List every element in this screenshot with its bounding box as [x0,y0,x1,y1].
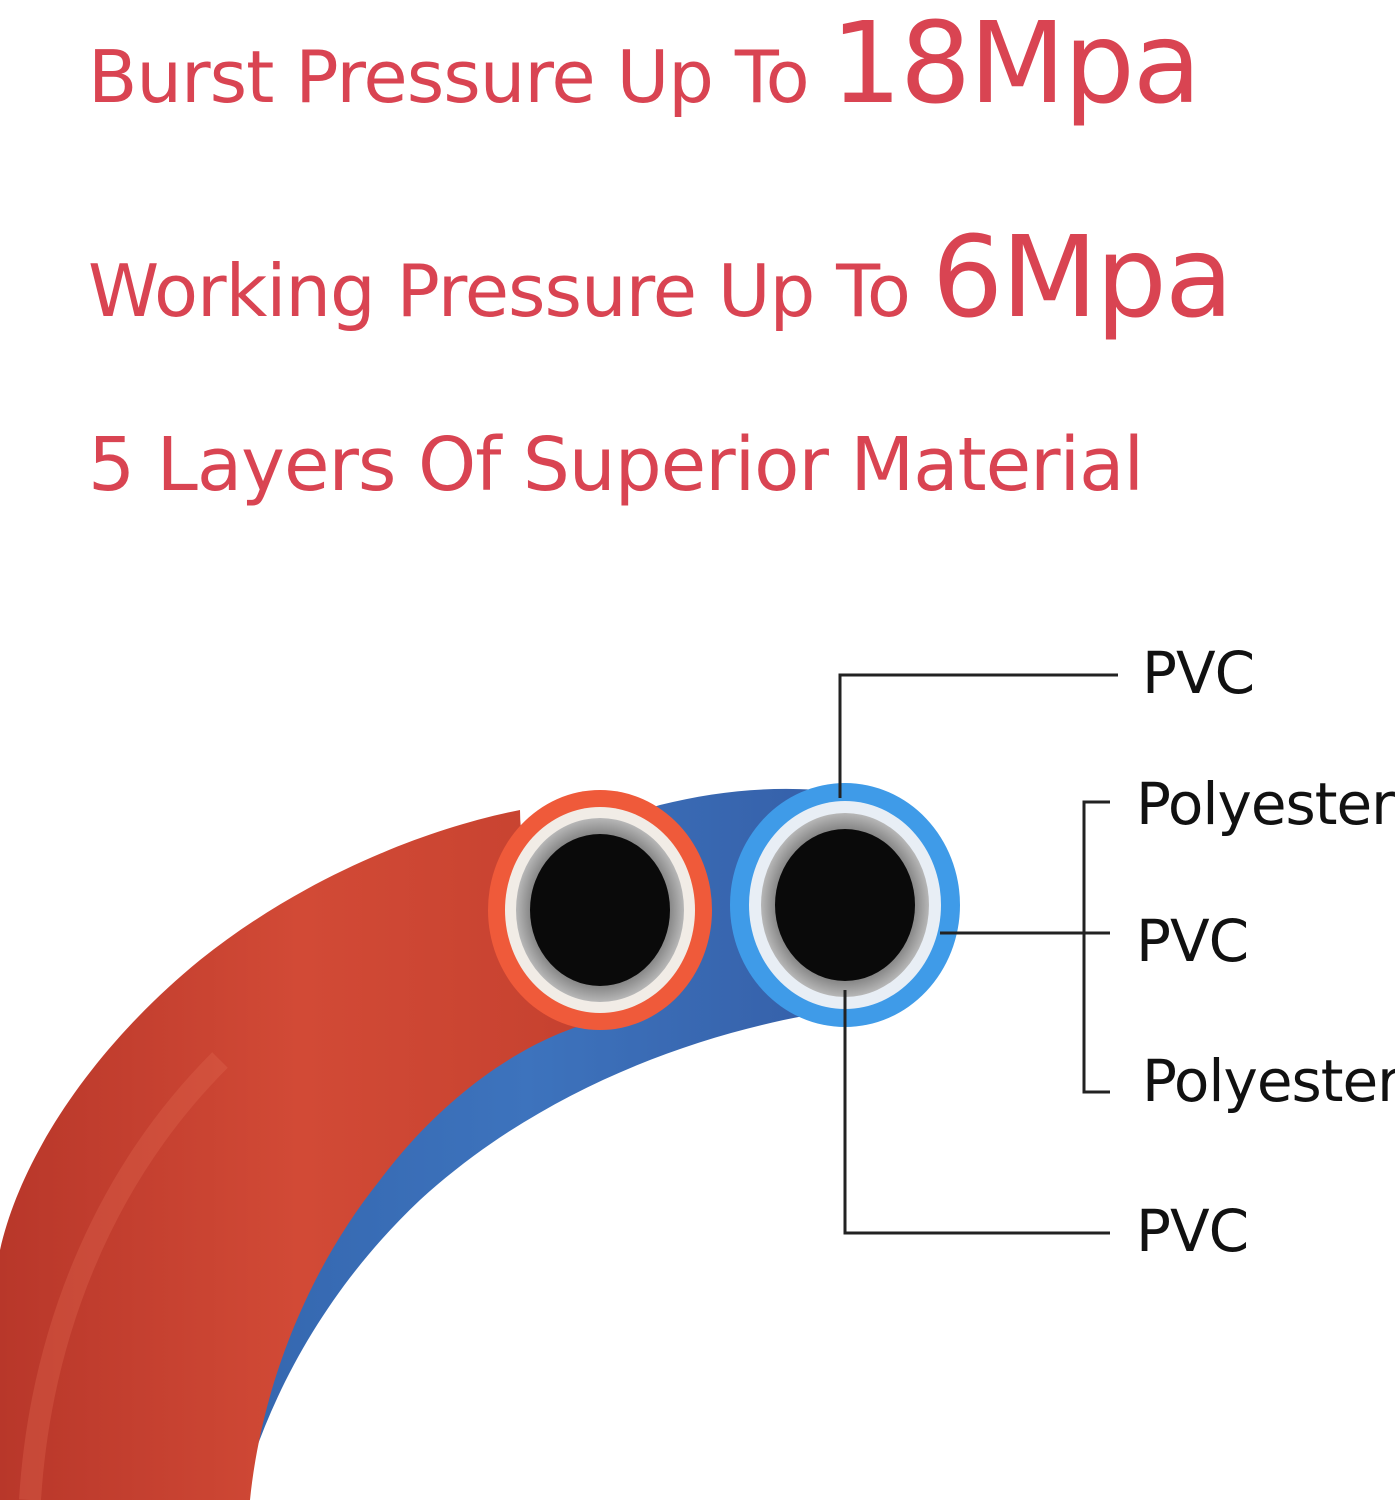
headline-layers: 5 Layers Of Superior Material [88,428,1144,502]
layer-label-outer-pvc: PVC [1142,639,1255,707]
working-pressure-value: 6Mpa [931,213,1234,343]
layer-label-inner-pvc: PVC [1136,1197,1249,1265]
layer-label-polyester-1: Polyester [1136,770,1395,838]
working-pressure-text: Working Pressure Up To [88,249,932,333]
leader-line-icon [838,673,1118,1235]
burst-pressure-value: 18Mpa [830,0,1202,129]
layer-label-middle-pvc: PVC [1136,907,1249,975]
burst-pressure-text: Burst Pressure Up To [88,35,831,119]
red-hose-icon [0,790,712,1500]
layer-label-polyester-2: Polyester [1142,1047,1395,1115]
headline-working-pressure: Working Pressure Up To 6Mpa [88,222,1233,334]
layers-text: 5 Layers Of Superior Material [88,422,1144,508]
headline-burst-pressure: Burst Pressure Up To 18Mpa [88,8,1201,120]
